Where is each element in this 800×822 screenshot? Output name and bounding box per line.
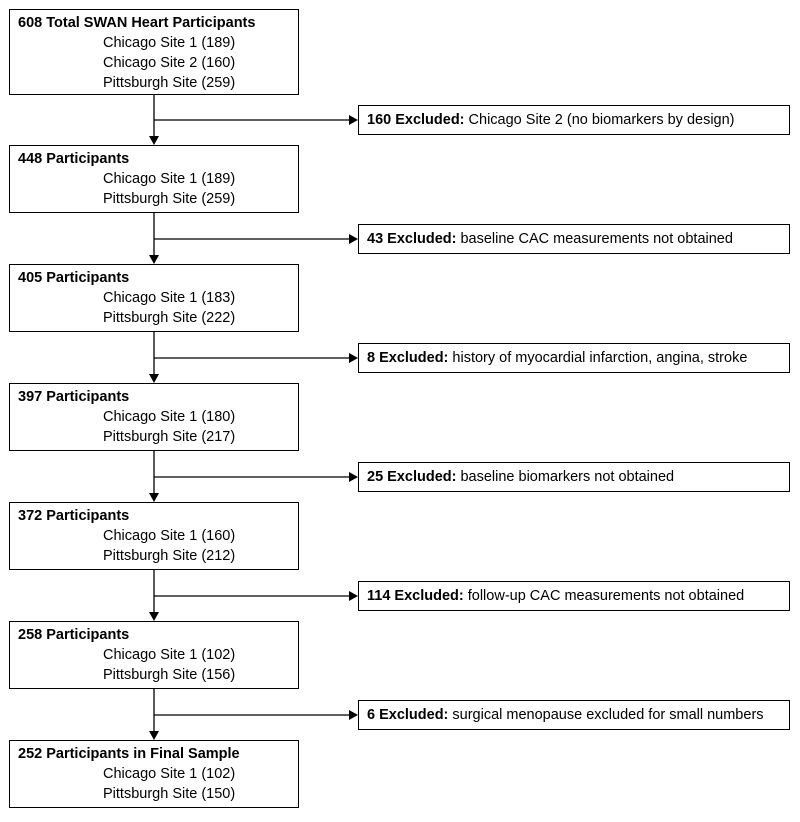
- down-arrowhead: [149, 731, 159, 740]
- exclusion-arrowhead: [349, 472, 358, 482]
- exclusion-arrowhead: [349, 115, 358, 125]
- exclusion-box-3: 8 Excluded: history of myocardial infarc…: [358, 343, 790, 373]
- exclusion-reason: Chicago Site 2 (no biomarkers by design): [464, 112, 735, 128]
- exclusion-box-1: 160 Excluded: Chicago Site 2 (no biomark…: [358, 105, 790, 135]
- exclusion-count: 43 Excluded:: [367, 231, 457, 247]
- stage-title: 397 Participants: [18, 389, 130, 405]
- stage-site-line: Pittsburgh Site (217): [103, 429, 236, 445]
- stage-site-line: Pittsburgh Site (259): [103, 75, 236, 91]
- exclusion-arrowhead: [349, 710, 358, 720]
- exclusion-box-4: 25 Excluded: baseline biomarkers not obt…: [358, 462, 790, 492]
- exclusion-reason: baseline CAC measurements not obtained: [456, 231, 733, 247]
- exclusion-text: 160 Excluded: Chicago Site 2 (no biomark…: [367, 111, 735, 129]
- exclusion-count: 8 Excluded:: [367, 350, 449, 366]
- exclusion-text: 6 Excluded: surgical menopause excluded …: [367, 706, 764, 724]
- stage-title: 372 Participants: [18, 508, 130, 524]
- stage-title: 405 Participants: [18, 270, 130, 286]
- down-arrowhead: [149, 374, 159, 383]
- stage-title: 608 Total SWAN Heart Participants: [18, 15, 256, 31]
- stage-site-line: Chicago Site 1 (183): [103, 290, 236, 306]
- exclusion-count: 114 Excluded:: [367, 588, 464, 604]
- stage-site-line: Pittsburgh Site (150): [103, 786, 236, 802]
- exclusion-text: 25 Excluded: baseline biomarkers not obt…: [367, 468, 674, 486]
- stage-title: 258 Participants: [18, 627, 130, 643]
- down-arrowhead: [149, 493, 159, 502]
- exclusion-box-6: 6 Excluded: surgical menopause excluded …: [358, 700, 790, 730]
- stage-site-line: Pittsburgh Site (259): [103, 191, 236, 207]
- exclusion-reason: surgical menopause excluded for small nu…: [448, 707, 764, 723]
- down-arrowhead: [149, 612, 159, 621]
- stage-site-line: Chicago Site 1 (180): [103, 409, 236, 425]
- exclusion-reason: follow-up CAC measurements not obtained: [463, 588, 745, 604]
- stage-site-line: Chicago Site 1 (102): [103, 766, 236, 782]
- exclusion-text: 114 Excluded: follow-up CAC measurements…: [367, 587, 744, 605]
- exclusion-count: 6 Excluded:: [367, 707, 449, 723]
- exclusion-arrowhead: [349, 353, 358, 363]
- stage-site-line: Chicago Site 1 (102): [103, 647, 236, 663]
- exclusion-reason: baseline biomarkers not obtained: [456, 469, 675, 485]
- stage-site-line: Chicago Site 2 (160): [103, 55, 236, 71]
- exclusion-text: 8 Excluded: history of myocardial infarc…: [367, 349, 747, 367]
- exclusion-arrowhead: [349, 591, 358, 601]
- stage-site-line: Chicago Site 1 (160): [103, 528, 236, 544]
- stage-title: 252 Participants in Final Sample: [18, 746, 240, 762]
- exclusion-arrowhead: [349, 234, 358, 244]
- exclusion-count: 25 Excluded:: [367, 469, 457, 485]
- stage-site-line: Chicago Site 1 (189): [103, 35, 236, 51]
- exclusion-reason: history of myocardial infarction, angina…: [448, 350, 748, 366]
- down-arrowhead: [149, 255, 159, 264]
- stage-site-line: Chicago Site 1 (189): [103, 171, 236, 187]
- stage-title: 448 Participants: [18, 151, 130, 167]
- down-arrowhead: [149, 136, 159, 145]
- exclusion-count: 160 Excluded:: [367, 112, 465, 128]
- stage-site-line: Pittsburgh Site (222): [103, 310, 236, 326]
- stage-site-line: Pittsburgh Site (156): [103, 667, 236, 683]
- exclusion-box-2: 43 Excluded: baseline CAC measurements n…: [358, 224, 790, 254]
- exclusion-box-5: 114 Excluded: follow-up CAC measurements…: [358, 581, 790, 611]
- exclusion-text: 43 Excluded: baseline CAC measurements n…: [367, 230, 733, 248]
- stage-site-line: Pittsburgh Site (212): [103, 548, 236, 564]
